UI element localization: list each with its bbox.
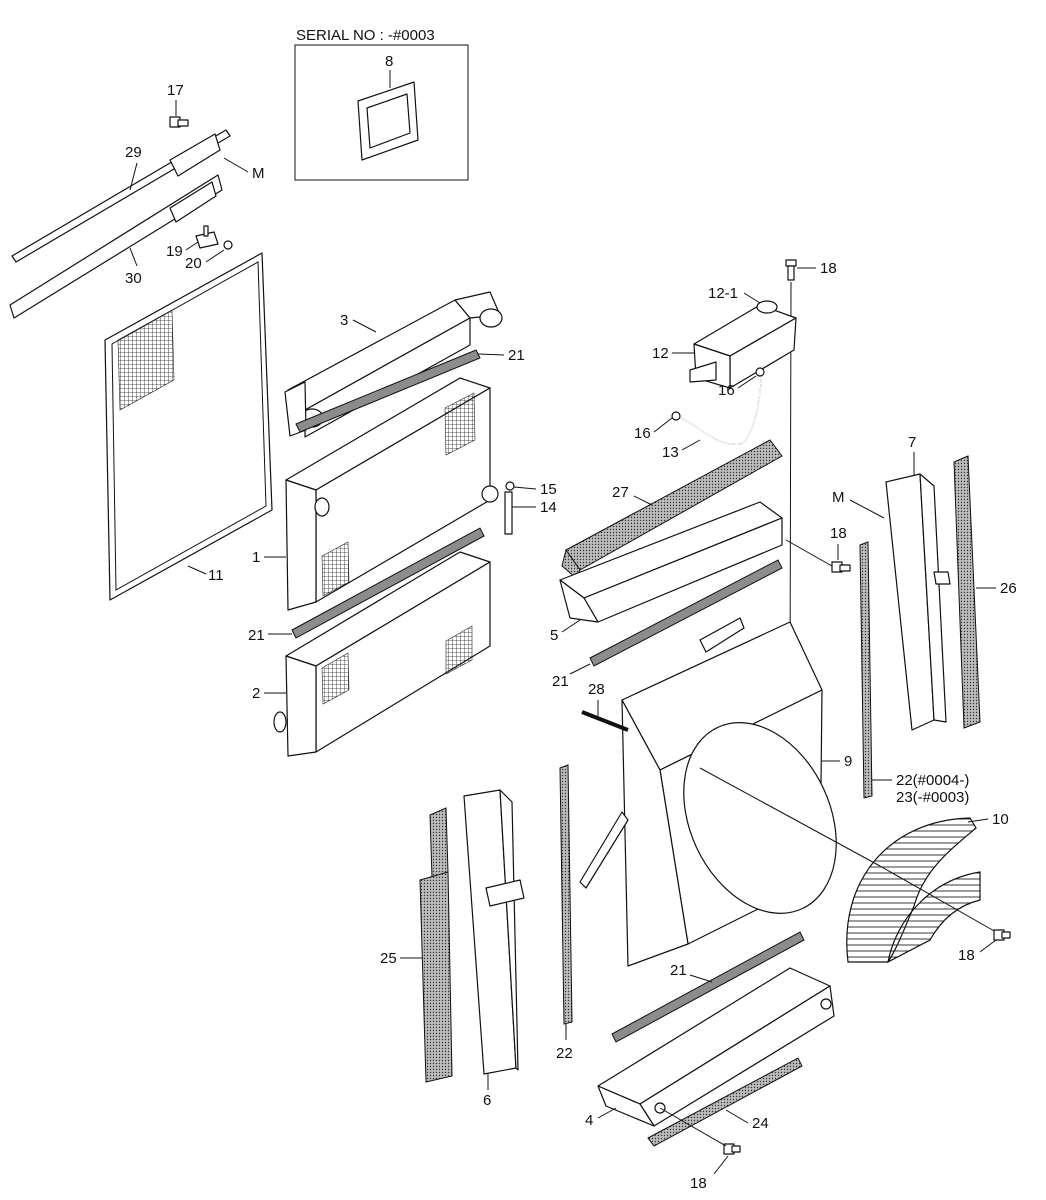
callout-29: 29 — [125, 144, 142, 161]
part-22-23-strip-right — [859, 541, 873, 799]
part-6-side-bracket — [463, 789, 525, 1075]
callout-12-1: 12-1 — [708, 285, 738, 302]
callout-9: 9 — [844, 753, 852, 770]
part-26-seal — [953, 455, 981, 729]
callout-20: 20 — [185, 255, 202, 272]
part-19-wing-bolt — [195, 225, 219, 249]
callout-7: 7 — [908, 434, 916, 451]
serial-number-box: SERIAL NO : -#0003 8 — [294, 27, 469, 181]
part-12-reservoir-tank — [689, 304, 797, 389]
part-18-bolt-d — [723, 1143, 741, 1155]
part-18-bolt-c — [993, 929, 1011, 941]
part-18-bolt-top — [785, 259, 797, 281]
part-20-washer — [223, 240, 233, 250]
part-24-seal — [647, 1057, 803, 1147]
part-8-gasket — [357, 81, 419, 161]
callout-6: 6 — [483, 1092, 491, 1109]
callout-15: 15 — [540, 481, 557, 498]
callout-17: 17 — [167, 82, 184, 99]
serial-box-frame — [294, 44, 469, 181]
callout-1: 1 — [252, 549, 260, 566]
serial-box-title: SERIAL NO : -#0003 — [296, 27, 435, 44]
part-4-bottom-bracket — [597, 967, 835, 1127]
callout-4: 4 — [585, 1112, 593, 1129]
callout-14: 14 — [540, 499, 557, 516]
callout-26: 26 — [1000, 580, 1017, 597]
part-21-seal-d — [611, 931, 805, 1043]
part-10-fan-guard — [846, 817, 981, 964]
callout-30: 30 — [125, 270, 142, 287]
callout-18-b: 18 — [830, 525, 847, 542]
part-13-hose — [675, 371, 763, 445]
callout-M-right: M — [832, 489, 845, 506]
callout-M-top: M — [252, 165, 265, 182]
callout-19: 19 — [166, 243, 183, 260]
callout-16-b: 16 — [634, 425, 651, 442]
part-17-bolt — [169, 116, 189, 128]
part-11-screen — [104, 252, 273, 601]
part-7-side-bracket — [885, 473, 951, 731]
callout-18-a: 18 — [820, 260, 837, 277]
callout-21-c: 21 — [552, 673, 569, 690]
part-9-fan-shroud — [579, 617, 837, 967]
callout-21-d: 21 — [670, 962, 687, 979]
part-30-bracket — [9, 174, 223, 319]
callout-28: 28 — [588, 681, 605, 698]
part-28-rod — [581, 710, 629, 732]
part-18-bolt-b — [831, 561, 851, 573]
callout-12: 12 — [652, 345, 669, 362]
part-21-seal-a — [295, 349, 481, 433]
part-16-clamp-a — [755, 367, 765, 377]
part-1-radiator-core — [285, 377, 499, 611]
callout-13: 13 — [662, 444, 679, 461]
callout-5: 5 — [550, 627, 558, 644]
callout-27: 27 — [612, 484, 629, 501]
callout-23: 23(-#0003) — [896, 789, 969, 806]
callout-18-c: 18 — [958, 947, 975, 964]
callout-22-right: 22(#0004-) — [896, 772, 969, 789]
callout-18-d: 18 — [690, 1175, 707, 1192]
callout-21-a: 21 — [508, 347, 525, 364]
part-5-top-bracket — [559, 501, 783, 623]
callout-22-left: 22 — [556, 1045, 573, 1062]
part-16-clamp-b — [671, 411, 681, 421]
callout-2: 2 — [252, 685, 260, 702]
callout-21-b: 21 — [248, 627, 265, 644]
part-15-clip — [505, 481, 515, 491]
callout-16-a: 16 — [718, 382, 735, 399]
callout-10: 10 — [992, 811, 1009, 828]
part-27-seal — [561, 439, 783, 579]
callout-11: 11 — [208, 567, 224, 584]
callout-3: 3 — [340, 312, 348, 329]
part-21-seal-b — [291, 527, 485, 639]
part-29-bracket — [11, 129, 231, 263]
part-21-seal-c — [589, 559, 783, 667]
part-14-pin — [504, 491, 513, 535]
callout-25: 25 — [380, 950, 397, 967]
part-2-oil-cooler — [273, 551, 491, 757]
part-22-strip-left — [559, 764, 573, 1025]
part-12-1-cap — [756, 300, 778, 314]
callout-24: 24 — [752, 1115, 769, 1132]
part-25-seal — [419, 807, 453, 1083]
callout-8: 8 — [385, 53, 393, 70]
